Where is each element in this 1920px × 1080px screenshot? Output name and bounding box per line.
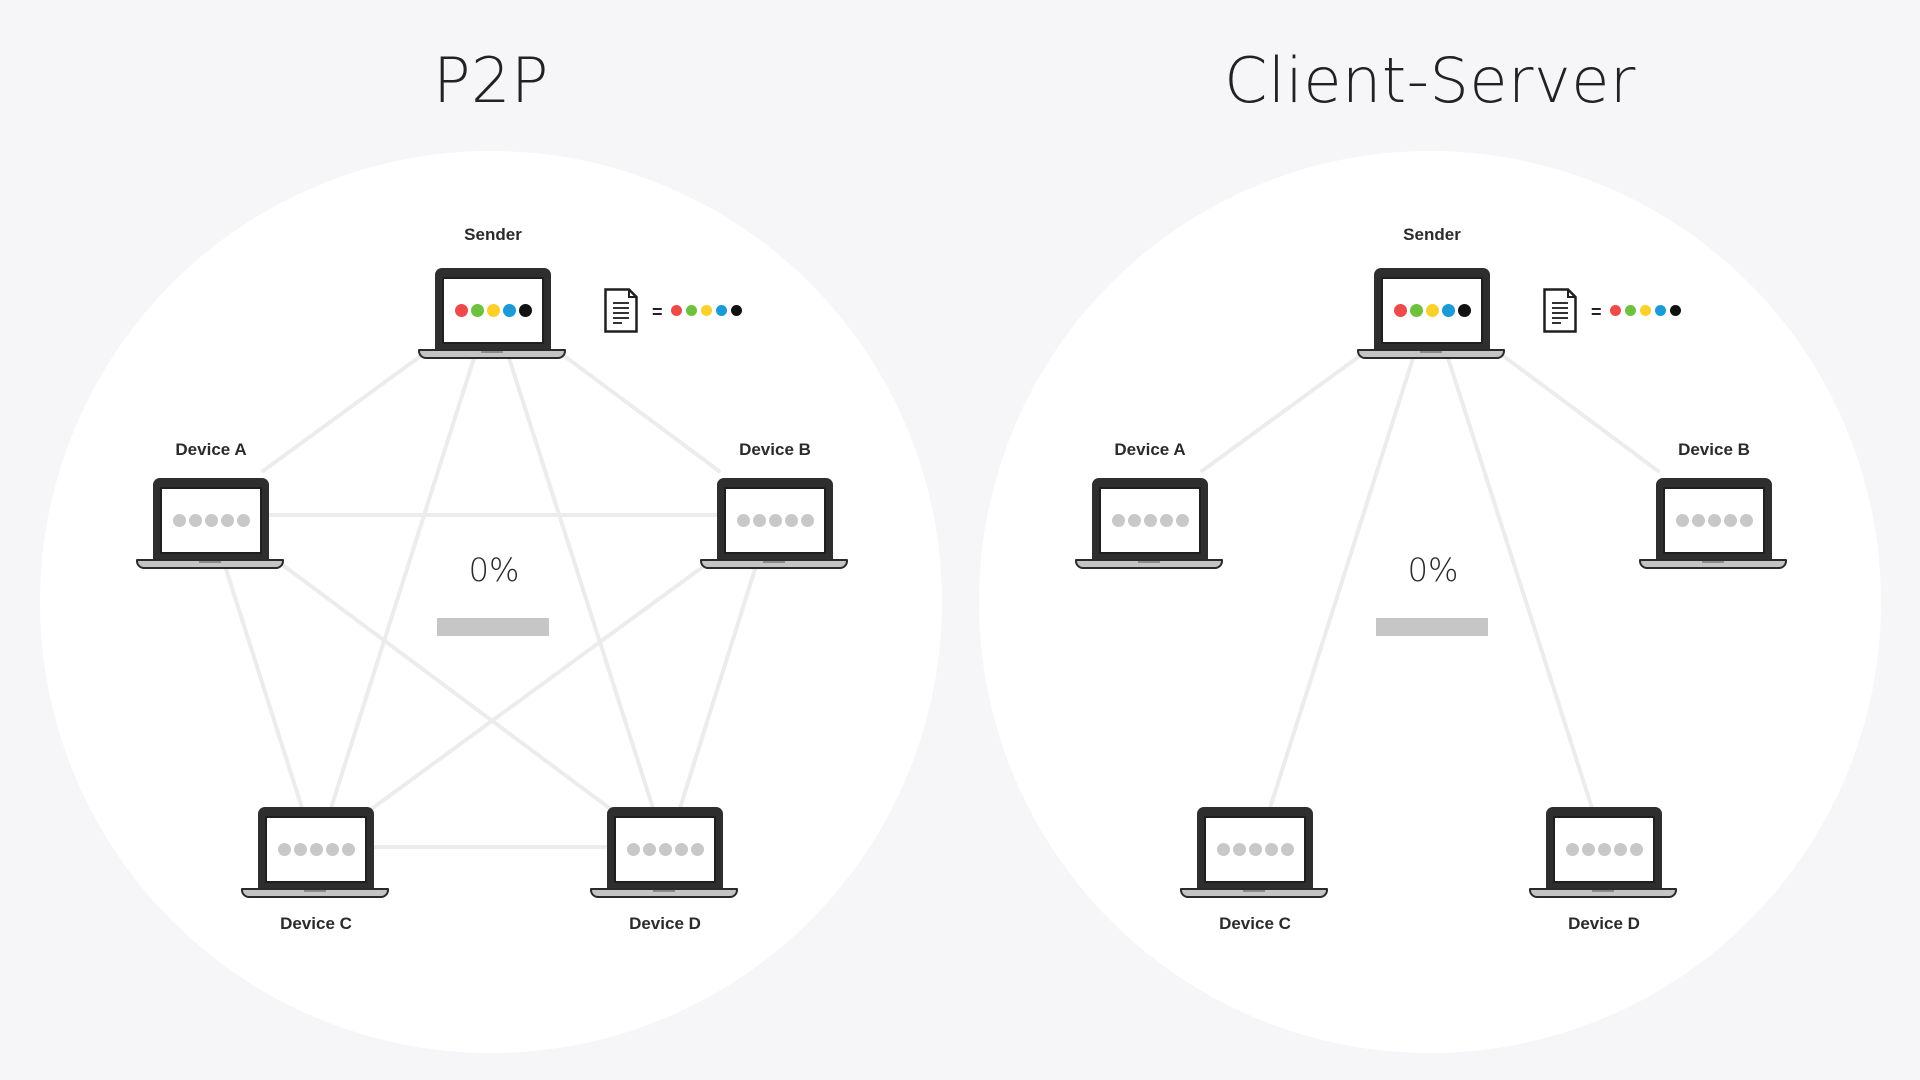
link-sender-d <box>507 356 655 810</box>
device-label: Device B <box>1678 440 1750 459</box>
laptop-icon <box>241 807 391 899</box>
link-sender-d <box>1446 356 1594 810</box>
link-sender-b <box>1500 353 1660 473</box>
sender-label: Sender <box>464 225 522 244</box>
link-sender-a <box>261 353 424 473</box>
device-label: Device A <box>175 440 247 459</box>
data-dot-black <box>1457 304 1471 317</box>
laptop-icon <box>1357 268 1507 360</box>
chunk-dot-red <box>1610 305 1621 316</box>
p2p-links <box>223 353 758 849</box>
data-dot-yellow <box>1425 304 1439 317</box>
sender-screen <box>442 277 544 344</box>
client-server-panel: Client-Server Sender <box>939 0 1899 1080</box>
device-label: Device A <box>1114 440 1186 459</box>
chunk-dot-black <box>1670 305 1681 316</box>
link-sender-c <box>1268 356 1415 810</box>
link-b-c <box>368 564 706 812</box>
laptop-icon <box>700 478 850 570</box>
sender-label: Sender <box>1403 225 1461 244</box>
file-chunks <box>671 305 742 316</box>
chunk-dot-yellow <box>701 305 712 316</box>
data-dot-blue <box>502 304 516 317</box>
link-sender-a <box>1200 353 1363 473</box>
chunk-dot-red <box>671 305 682 316</box>
file-chunks <box>1610 305 1681 316</box>
link-sender-b <box>561 353 721 473</box>
laptop-icon <box>1529 807 1679 899</box>
chunk-dot-green <box>1625 305 1636 316</box>
data-dot-blue <box>1441 304 1455 317</box>
chunk-dot-black <box>731 305 742 316</box>
chunk-dot-blue <box>1655 305 1666 316</box>
laptop-icon <box>590 807 740 899</box>
data-dot-green <box>470 304 484 317</box>
equals-sign: = <box>652 302 663 322</box>
link-a-d <box>282 564 614 812</box>
panel-title: P2P <box>433 44 549 117</box>
data-dot-yellow <box>486 304 500 317</box>
sender-screen <box>1381 277 1483 344</box>
device-label: Device D <box>1568 914 1640 933</box>
data-dot-black <box>518 304 532 317</box>
laptop-icon <box>1639 478 1789 570</box>
chunk-dot-blue <box>716 305 727 316</box>
progress-bar <box>437 618 549 636</box>
panel-title: Client-Server <box>1224 44 1636 117</box>
laptop-icon <box>1075 478 1225 570</box>
laptop-icon <box>136 478 286 570</box>
device-label: Device C <box>280 914 352 933</box>
progress-percent: 0% <box>468 551 520 589</box>
progress-percent: 0% <box>1407 551 1459 589</box>
data-dot-green <box>1409 304 1423 317</box>
document-icon <box>604 288 638 333</box>
chunk-dot-green <box>686 305 697 316</box>
client-server-links <box>1200 353 1660 810</box>
laptop-icon <box>1180 807 1330 899</box>
device-label: Device B <box>739 440 811 459</box>
laptop-icon <box>418 268 568 360</box>
equals-sign: = <box>1591 302 1602 322</box>
chunk-dot-yellow <box>1640 305 1651 316</box>
link-sender-c <box>329 356 476 810</box>
device-label: Device D <box>629 914 701 933</box>
document-icon <box>1543 288 1577 333</box>
p2p-panel: P2P Sender <box>136 44 850 933</box>
device-label: Device C <box>1219 914 1291 933</box>
data-dot-red <box>454 304 468 317</box>
data-dot-red <box>1393 304 1407 317</box>
link-a-c <box>223 564 304 810</box>
link-b-d <box>678 564 758 810</box>
progress-bar <box>1376 618 1488 636</box>
